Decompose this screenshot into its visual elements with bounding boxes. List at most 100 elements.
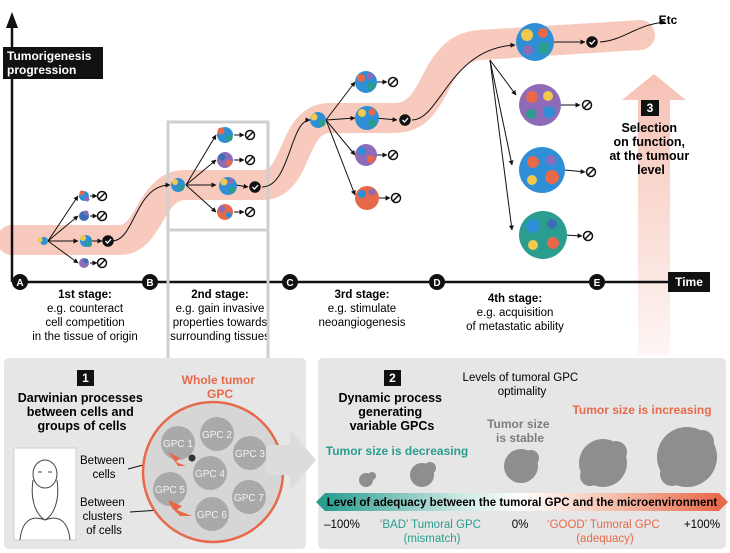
- cell-dot: [188, 454, 196, 462]
- cluster-s1-c: [80, 235, 92, 247]
- eliminated-icon: [582, 230, 594, 242]
- between-cells-lightning-icon: [168, 452, 186, 466]
- cluster-s2-b: [217, 152, 233, 168]
- svg-text:GPC 3: GPC 3: [235, 449, 265, 460]
- adequacy-bar-label: Level of adequacy between the tumoral GP…: [327, 497, 718, 509]
- svg-text:D: D: [433, 278, 440, 289]
- good-gpc-label: ‘GOOD’ Tumoral GPC (adequacy): [547, 519, 663, 545]
- cell-clusters: [37, 23, 567, 268]
- between-clusters-label: Between clusters of cells: [80, 497, 128, 537]
- eliminated-icon: [581, 99, 593, 111]
- cluster-s4-d: [519, 211, 567, 259]
- eliminated-icon: [244, 206, 256, 218]
- gpc-circles: [153, 417, 267, 531]
- svg-text:GPC 1: GPC 1: [163, 439, 193, 450]
- cluster-s4-a: [516, 23, 554, 61]
- svg-text:A: A: [16, 278, 23, 289]
- time-markers: A B C D E: [12, 274, 605, 290]
- cluster-s2-d: [217, 204, 233, 220]
- eliminated-icon: [96, 190, 108, 202]
- svg-text:C: C: [286, 278, 293, 289]
- panel1-number: 1: [82, 371, 89, 385]
- survive-check-icon: [102, 235, 114, 247]
- eliminated-icon: [390, 192, 402, 204]
- panel1-title: Darwinian processes between cells and gr…: [18, 391, 147, 433]
- adequacy-bar: [325, 493, 719, 511]
- stage2-highlight-box: [166, 120, 270, 232]
- panel1-number-box: [77, 370, 94, 386]
- selection-number: 3: [647, 101, 654, 115]
- svg-text:E: E: [594, 278, 601, 289]
- eliminated-icon: [96, 210, 108, 222]
- survive-check-icon: [586, 36, 598, 48]
- between-clusters-lightning-icon: [168, 500, 192, 516]
- svg-text:B: B: [146, 278, 153, 289]
- cluster-s4-b: [519, 84, 561, 126]
- svg-text:GPC 6: GPC 6: [197, 510, 227, 521]
- eliminated-icon: [244, 129, 256, 141]
- adequacy-bar-left-tip: [316, 493, 325, 511]
- tumor-increasing-label: Tumor size is increasing: [572, 403, 711, 417]
- cluster-s1-d: [79, 258, 89, 268]
- cluster-s1-b: [79, 210, 89, 221]
- selection-label: Selection on function, at the tumour lev…: [609, 121, 692, 177]
- cluster-origin: [37, 237, 48, 245]
- eliminated-icon: [387, 76, 399, 88]
- whole-tumor-label: Whole tumor GPC: [182, 373, 259, 401]
- svg-text:GPC 4: GPC 4: [195, 469, 225, 480]
- progression-band: [0, 20, 655, 255]
- svg-text:GPC 7: GPC 7: [234, 493, 264, 504]
- levels-label: Levels of tumoral GPC optimality: [463, 372, 582, 398]
- between-cells-label: Between cells: [80, 455, 128, 481]
- y-axis-label-box: [3, 47, 103, 79]
- fate-markers: [96, 36, 598, 269]
- panel2-number: 2: [389, 371, 396, 385]
- bad-gpc-label: ‘BAD’ Tumoral GPC (mismatch): [380, 519, 484, 545]
- x-axis-label: Time: [675, 275, 703, 289]
- selection-number-box: [641, 100, 659, 116]
- cluster-s3-c: [355, 144, 377, 166]
- cluster-s2-c: [219, 177, 237, 195]
- cluster-s3-d: [355, 186, 379, 210]
- cluster-s4-c: [519, 147, 565, 193]
- tumor-stable-label: Tumor size is stable: [487, 417, 553, 445]
- gpc-labels: GPC 1 GPC 2 GPC 3 GPC 4 GPC 5 GPC 6 GPC …: [155, 430, 265, 521]
- y-axis-arrowhead: [6, 12, 18, 28]
- cluster-s1-a: [79, 190, 90, 202]
- lineage-arrows: [47, 19, 666, 266]
- panel2-title: Dynamic process generating variable GPCs: [338, 391, 445, 433]
- panel2-number-box: [384, 370, 401, 386]
- eliminated-icon: [96, 257, 108, 269]
- tumor-size-blobs: [359, 427, 717, 487]
- minus100-label: –100%: [324, 519, 360, 531]
- plus100-label: +100%: [684, 519, 720, 531]
- tumor-decreasing-label: Tumor size is decreasing: [326, 444, 469, 458]
- cluster-s2-root: [171, 178, 185, 192]
- adequacy-bar-right-tip: [719, 493, 728, 511]
- panel-transition-arrow: [266, 430, 316, 490]
- eliminated-icon: [387, 149, 399, 161]
- darwin-portrait-sketch: [19, 459, 71, 541]
- etc-label: Etc: [659, 13, 678, 27]
- cluster-s2-a: [217, 127, 233, 143]
- survive-check-icon: [399, 114, 411, 126]
- cluster-s3-b: [355, 106, 379, 130]
- survive-check-icon: [249, 181, 261, 193]
- cluster-s3-root: [310, 112, 326, 128]
- x-axis-label-box: [668, 272, 710, 292]
- y-axis-label: Tumorigenesis progression: [7, 49, 95, 77]
- cluster-s3-a: [355, 71, 377, 93]
- svg-text:GPC 5: GPC 5: [155, 485, 185, 496]
- svg-text:GPC 2: GPC 2: [202, 430, 232, 441]
- selection-arrow: [622, 74, 686, 355]
- eliminated-icon: [244, 154, 256, 166]
- eliminated-icon: [585, 166, 597, 178]
- zero-label: 0%: [512, 519, 529, 531]
